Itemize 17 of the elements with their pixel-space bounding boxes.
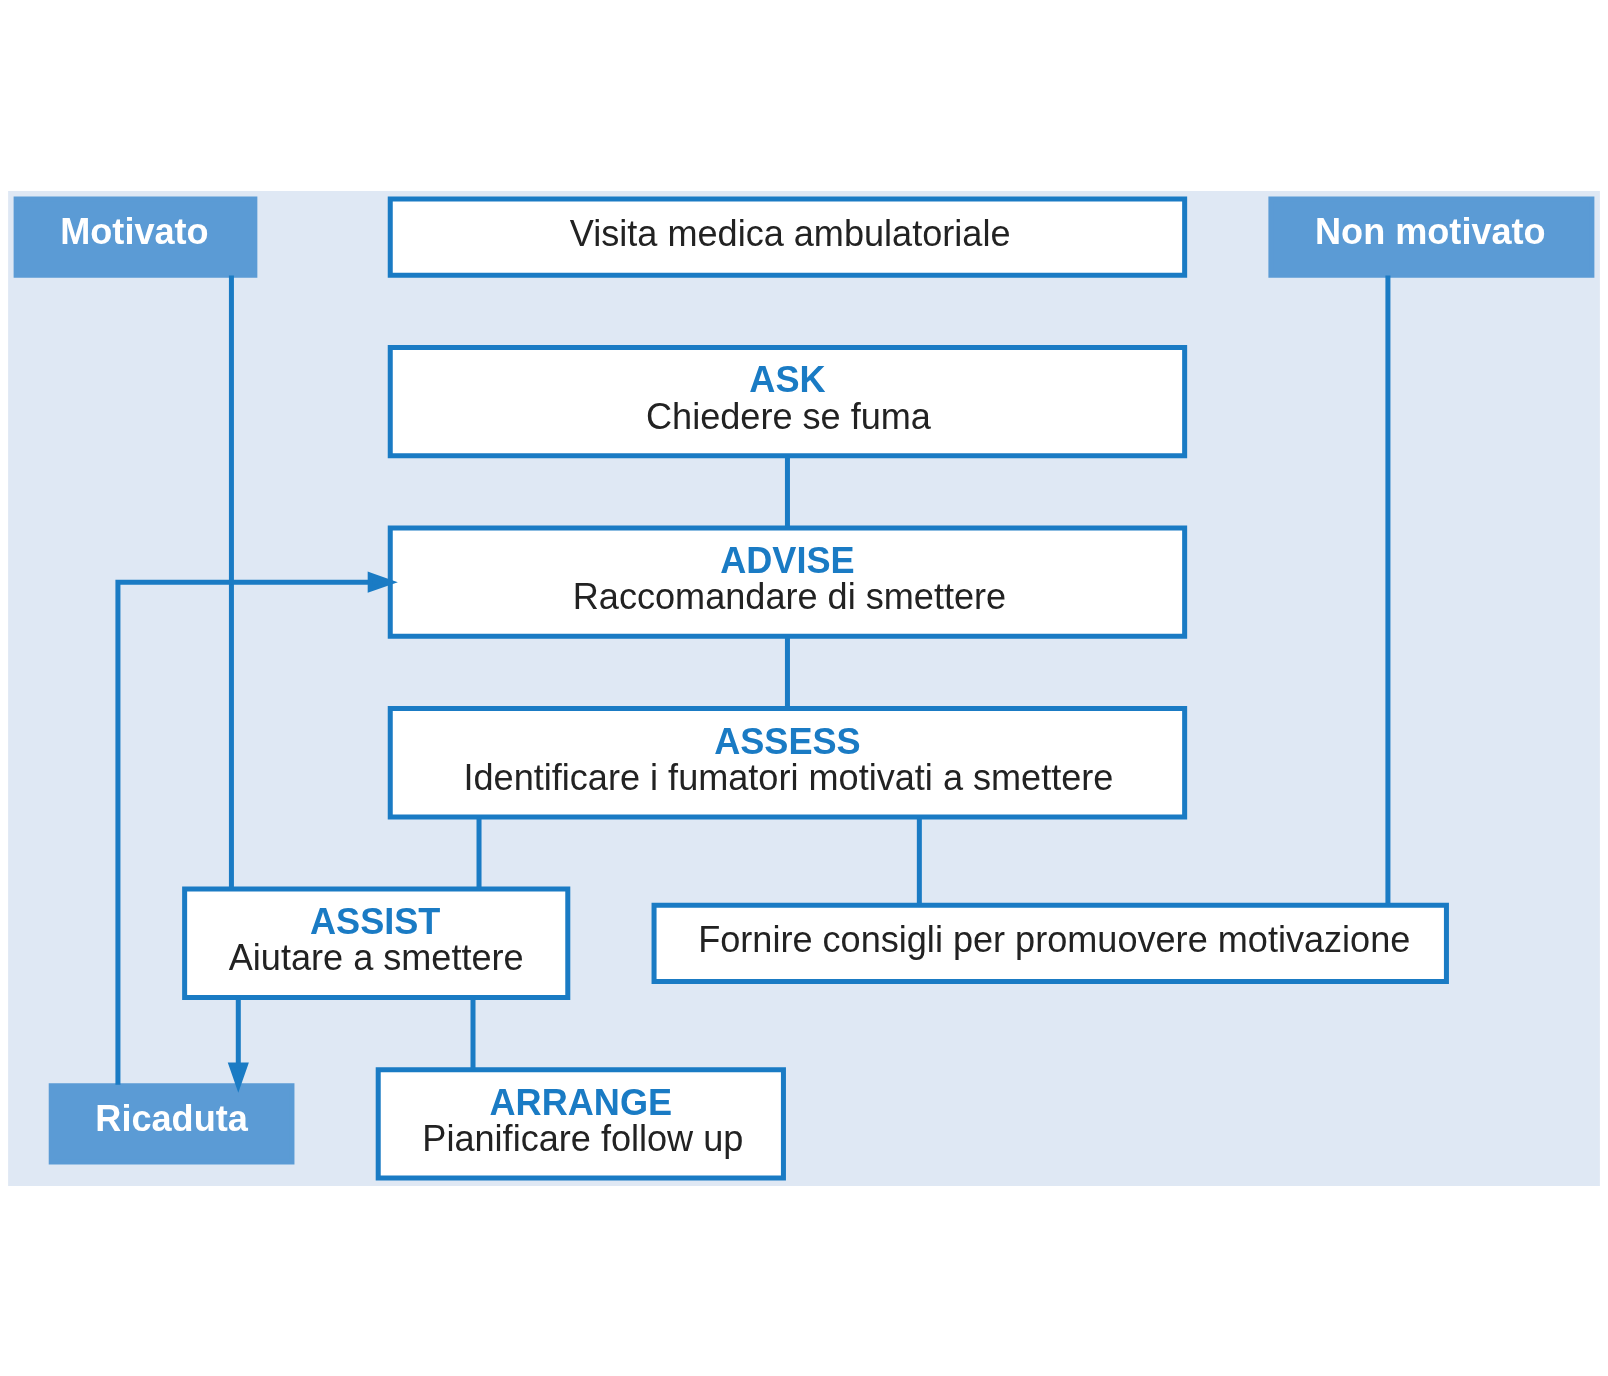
node-box: Ricaduta (48, 1082, 295, 1164)
connector (228, 275, 234, 889)
node-box: ASSESS Identificare i fumatori motivati a smettere (387, 705, 1188, 819)
node-box: Visita medica ambulatoriale (387, 196, 1188, 278)
connector (1385, 275, 1391, 904)
node-box: Motivato (13, 196, 258, 278)
connector (784, 455, 790, 527)
node-box: ADVISE Raccomandare di smettere (387, 525, 1188, 639)
connector (784, 635, 790, 708)
node-box: ASSIST Aiutare a smettere (182, 886, 571, 1000)
arrow (115, 571, 398, 1085)
node-box: ARRANGE Pianificare follow up (375, 1066, 786, 1180)
connector (916, 816, 922, 905)
connector (476, 816, 482, 888)
node-box: Fornire consigli per promuovere motivazione (651, 902, 1449, 984)
node-box: ASK Chiedere se fuma (387, 344, 1188, 458)
node-box: Non motivato (1268, 196, 1595, 278)
